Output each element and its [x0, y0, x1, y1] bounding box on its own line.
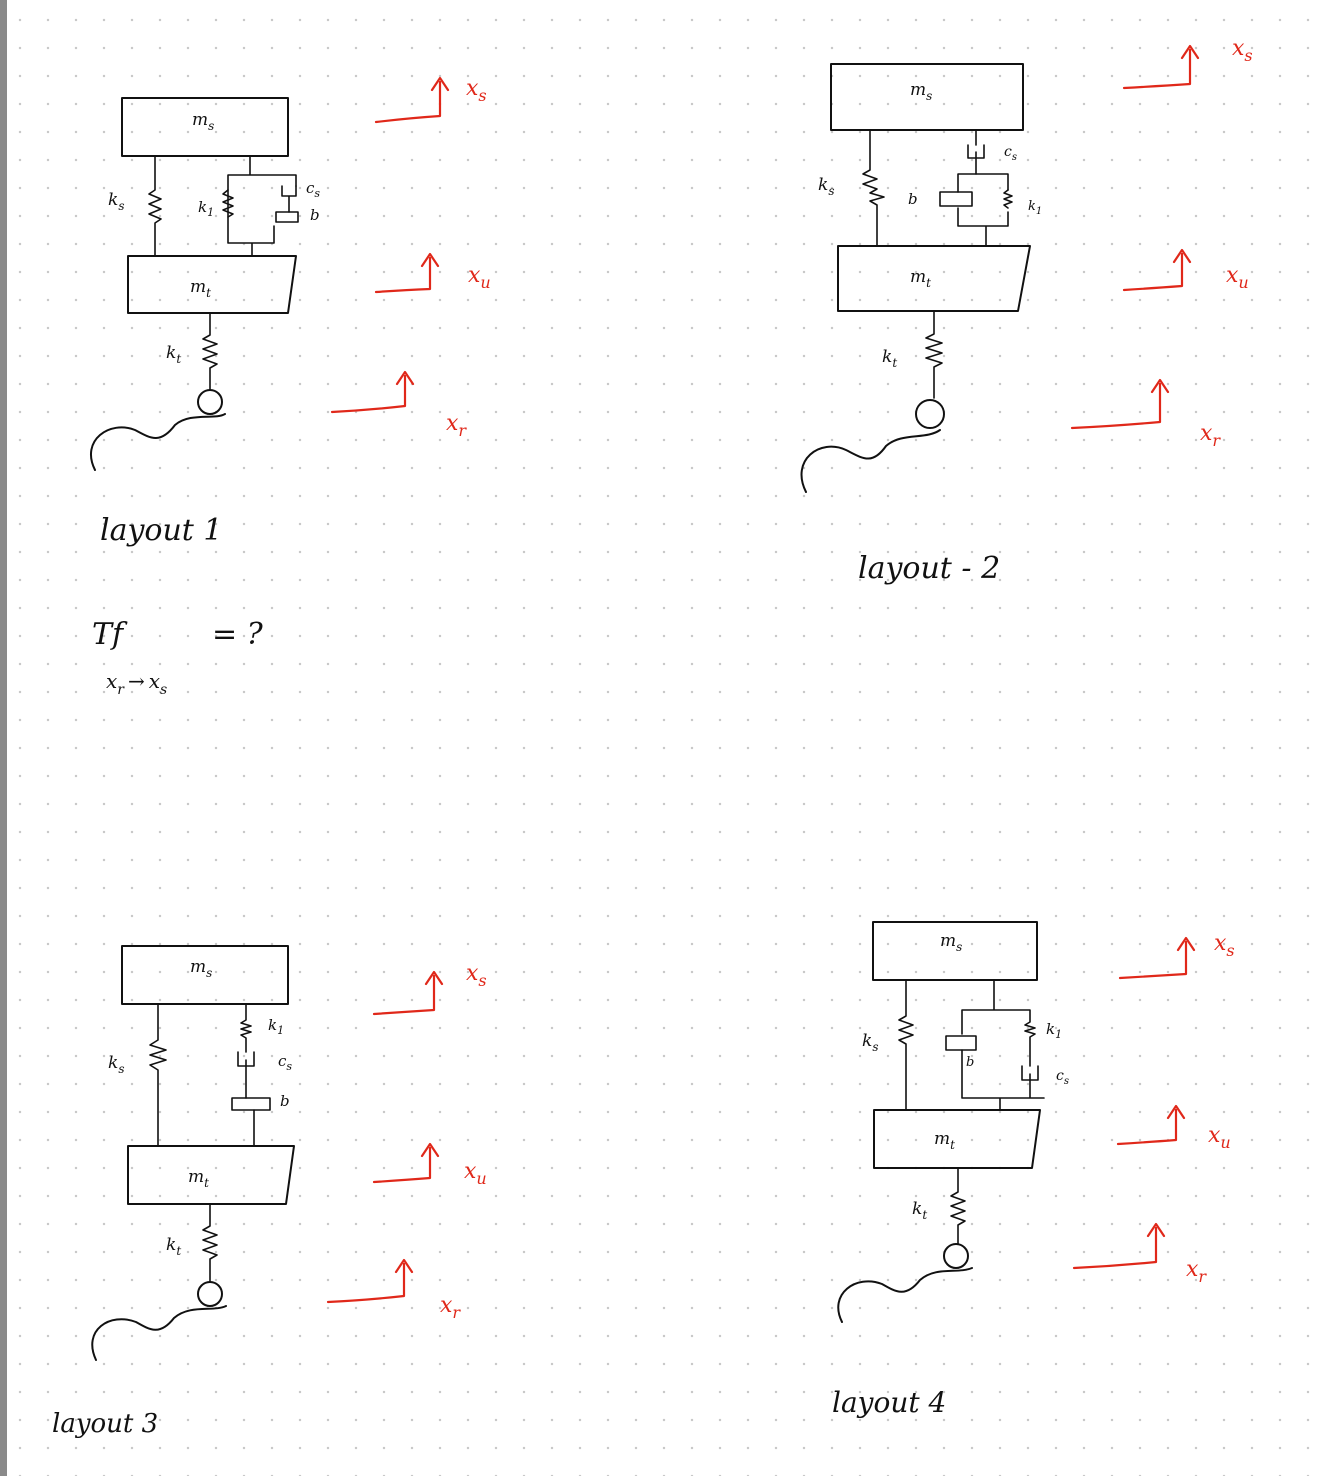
layout-4-annotations: xs xu xr	[1072, 931, 1235, 1286]
svg-text:xs: xs	[1214, 931, 1235, 960]
cs-label: cs	[306, 179, 320, 200]
cs-label: cs	[1056, 1068, 1069, 1087]
road-profile	[800, 429, 941, 493]
b-label: b	[280, 1092, 290, 1110]
unsprung-mass-box	[873, 1109, 1041, 1169]
k1-label: k1	[268, 1016, 284, 1037]
k1-label: k1	[1028, 199, 1042, 217]
svg-text:xu: xu	[1208, 1123, 1231, 1152]
unsprung-mass-label: mt	[190, 277, 211, 300]
sprung-mass-box	[121, 97, 289, 157]
unsprung-mass-label: mt	[934, 1129, 955, 1152]
spring-kt	[925, 310, 943, 399]
unsprung-mass-label: mt	[188, 1167, 209, 1190]
svg-text:xs: xs	[1232, 36, 1253, 65]
layout-3-annotations: xs xu xr	[326, 961, 487, 1322]
ks-label: ks	[818, 175, 834, 198]
svg-text:xu: xu	[468, 263, 491, 292]
layout-2-caption: layout - 2	[858, 551, 1000, 586]
parallel-branch	[957, 173, 1009, 247]
window-edge	[0, 0, 7, 1476]
tyre-wheel	[943, 1243, 969, 1269]
sprung-mass-label: ms	[910, 80, 932, 103]
spring-kt	[202, 312, 218, 391]
damper-cs	[281, 185, 297, 213]
layout-4-diagram: ms ks b k1 cs mt kt	[837, 921, 1069, 1323]
tyre-wheel	[197, 1281, 223, 1307]
spring-ks	[862, 129, 885, 247]
sprung-mass-label: ms	[940, 931, 962, 954]
sprung-mass-box	[830, 63, 1024, 131]
spring-ks	[149, 1003, 167, 1147]
road-profile	[90, 413, 226, 471]
b-label: b	[966, 1055, 974, 1070]
damper-cs	[967, 129, 985, 175]
layout-2-annotations: xs xu xr	[1070, 36, 1253, 450]
road-profile	[91, 1305, 227, 1361]
unsprung-mass-box	[127, 1145, 295, 1205]
unsprung-mass-box	[127, 255, 297, 314]
spring-kt	[950, 1167, 966, 1245]
cs-label: cs	[1004, 144, 1017, 163]
ks-label: ks	[108, 190, 124, 213]
series-branch	[237, 1003, 255, 1147]
svg-text:xs: xs	[466, 961, 487, 990]
unsprung-mass-label: mt	[910, 267, 931, 290]
svg-text:xr: xr	[446, 411, 467, 440]
tyre-wheel	[915, 399, 945, 429]
layout-1-annotations: xs xu xr	[330, 76, 491, 440]
inerter-b	[275, 211, 299, 223]
ks-label: ks	[862, 1031, 878, 1054]
inerter-b	[231, 1097, 271, 1111]
tyre-wheel	[197, 389, 223, 415]
svg-text:xr: xr	[440, 1293, 461, 1322]
layout-3-diagram: ms ks k1 cs b mt kt	[91, 945, 295, 1361]
road-profile	[837, 1267, 973, 1323]
cs-label: cs	[278, 1052, 292, 1073]
layout-2-diagram: ms ks cs b k1 mt kt	[800, 63, 1042, 493]
k1-label: k1	[1046, 1020, 1062, 1041]
unsprung-mass-box	[837, 245, 1031, 312]
svg-text:xr→xs: xr→xs	[106, 669, 167, 698]
svg-text:xu: xu	[1226, 263, 1249, 292]
spring-k1	[1003, 189, 1013, 209]
layout-1-caption: layout 1	[100, 513, 223, 548]
layout-1-diagram: ms ks k1 cs b mt kt	[90, 97, 320, 471]
kt-label: kt	[912, 1199, 927, 1222]
sprung-mass-label: ms	[190, 957, 212, 980]
parallel-branch	[227, 155, 297, 257]
kt-label: kt	[882, 347, 897, 370]
layout-3-caption: layout 3	[52, 1409, 158, 1439]
spring-ks	[148, 155, 162, 257]
sprung-mass-box	[872, 921, 1038, 981]
svg-text:= ?: = ?	[212, 617, 264, 652]
inerter-b	[939, 191, 973, 207]
inerter-b	[945, 1035, 977, 1051]
svg-text:Tf: Tf	[92, 617, 128, 652]
b-label: b	[908, 190, 918, 208]
kt-label: kt	[166, 343, 181, 366]
svg-text:xr: xr	[1200, 421, 1221, 450]
spring-ks	[898, 979, 914, 1111]
k1-label: k1	[198, 198, 214, 219]
parallel-branch	[961, 979, 1045, 1111]
sprung-mass-label: ms	[192, 110, 214, 133]
svg-text:xs: xs	[466, 76, 487, 105]
b-label: b	[310, 206, 320, 224]
sprung-mass-box	[121, 945, 289, 1005]
transfer-function-note: Tf = ? xr→xs	[92, 617, 264, 698]
layout-4-caption: layout 4	[832, 1386, 946, 1419]
ks-label: ks	[108, 1053, 124, 1076]
spring-kt	[202, 1203, 218, 1283]
kt-label: kt	[166, 1235, 181, 1258]
spring-k1	[222, 189, 234, 218]
svg-text:xr: xr	[1186, 1257, 1207, 1286]
svg-text:xu: xu	[464, 1159, 487, 1188]
